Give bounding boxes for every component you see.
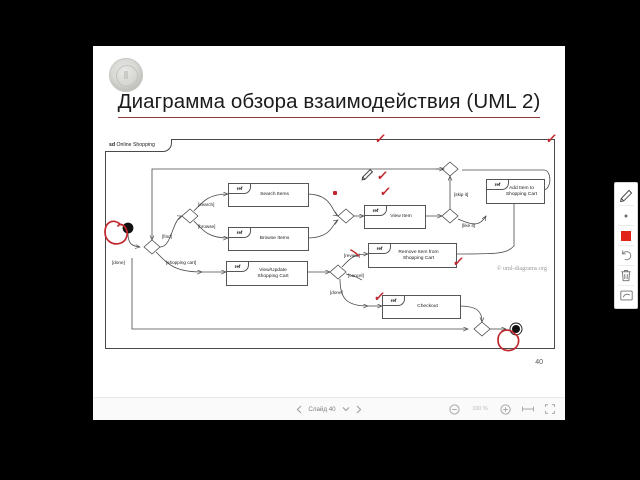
slide-page: Ⅱ Диаграмма обзора взаимодействия (UML 2… [93, 46, 565, 397]
exit-button[interactable] [615, 286, 637, 305]
ref-tab: ref [369, 244, 391, 254]
seal-monogram: Ⅱ [123, 69, 129, 82]
guard-like-it: [like it] [462, 223, 476, 228]
ref-node-label: Search Items [260, 192, 289, 197]
toolbar-divider [618, 285, 634, 286]
ref-node-browse-items[interactable]: ref Browse Items [228, 227, 309, 251]
ref-node-add-item-to-cart[interactable]: ref Add Item to Shopping Cart [486, 179, 545, 204]
ref-node-search-items[interactable]: ref Search Items [228, 183, 309, 207]
undo-icon [621, 250, 631, 261]
frame-keyword: sd [109, 142, 116, 148]
stroke-size-icon [624, 214, 628, 217]
toolbar-center-group: Слайд 40 [93, 405, 565, 414]
undo-button[interactable] [615, 246, 637, 265]
pen-cursor-icon [361, 168, 374, 181]
pen-icon [619, 189, 633, 202]
toolbar-divider [618, 225, 634, 226]
guard-done-left: [done] [112, 260, 125, 265]
ref-node-view-item[interactable]: ref View Item [364, 205, 426, 229]
pen-tool-button[interactable] [615, 186, 637, 205]
color-swatch-icon [621, 230, 631, 241]
ref-tab: ref [365, 206, 387, 216]
annotation-toolbar [614, 182, 638, 309]
guard-search: [search] [198, 202, 215, 207]
ref-node-label: Browse Items [259, 236, 290, 241]
guard-done-bottom: [done] [330, 290, 343, 295]
ref-tab: ref [229, 184, 251, 194]
ref-node-view-update-cart[interactable]: ref View/Update Shopping Cart [226, 261, 308, 286]
frame-name: Online Shopping [116, 142, 155, 148]
uml-diagram-frame: sd Online Shopping [105, 139, 555, 349]
trash-icon [621, 270, 631, 282]
ref-node-checkout[interactable]: ref Checkout [382, 295, 461, 319]
toolbar-divider [618, 245, 634, 246]
guard-cancel: [cancel] [348, 273, 364, 278]
toolbar-zoom-group: 100 % [449, 403, 555, 415]
page-title-wrap: Диаграмма обзора взаимодействия (UML 2) [93, 90, 565, 118]
zoom-in-icon[interactable] [500, 403, 511, 415]
ref-node-label: View/Update Shopping Cart [257, 267, 289, 279]
guard-browse: [browse] [198, 224, 216, 229]
fit-width-icon[interactable] [522, 405, 534, 413]
slide-page-number: 40 [535, 359, 543, 366]
ref-node-label: Remove Item from Shopping Cart [398, 249, 439, 261]
slide-indicator-label: Слайд 40 [308, 405, 336, 413]
chevron-down-icon[interactable] [342, 406, 350, 412]
viewer-toolbar: Слайд 40 100 % [93, 397, 565, 420]
frame-label: sd Online Shopping [105, 139, 172, 152]
zoom-out-icon[interactable] [449, 403, 460, 415]
ink-dot-marker [333, 191, 337, 195]
ref-tab: ref [227, 262, 249, 272]
guard-find: [find] [162, 234, 172, 239]
copyright-watermark: © uml-diagrams.org [496, 265, 547, 272]
chevron-right-icon[interactable] [356, 405, 362, 414]
diagram-wires [122, 161, 551, 337]
ref-tab: ref [383, 296, 405, 306]
ref-node-label: Checkout [417, 304, 438, 309]
color-swatch-button[interactable] [615, 226, 637, 245]
ref-node-remove-item-from-cart[interactable]: ref Remove Item from Shopping Cart [368, 243, 457, 268]
guard-review: [review] [344, 253, 360, 258]
toolbar-divider [618, 265, 634, 266]
guard-skip-it: [skip it] [454, 192, 469, 197]
stroke-size-button[interactable] [615, 206, 637, 225]
guard-shopping-cart: [shopping cart] [166, 260, 197, 265]
delete-button[interactable] [615, 266, 637, 285]
toolbar-divider [618, 205, 634, 206]
zoom-level-value: 100 % [472, 406, 488, 412]
ref-tab: ref [487, 180, 509, 190]
ref-node-label: Add Item to Shopping Cart [505, 185, 538, 197]
page-title: Диаграмма обзора взаимодействия (UML 2) [117, 90, 541, 118]
ref-tab: ref [229, 228, 251, 238]
exit-icon [619, 290, 633, 301]
ref-node-label: View Item [390, 214, 412, 219]
fullscreen-icon[interactable] [545, 404, 555, 414]
chevron-left-icon[interactable] [296, 405, 302, 414]
university-seal-logo: Ⅱ [109, 58, 143, 92]
